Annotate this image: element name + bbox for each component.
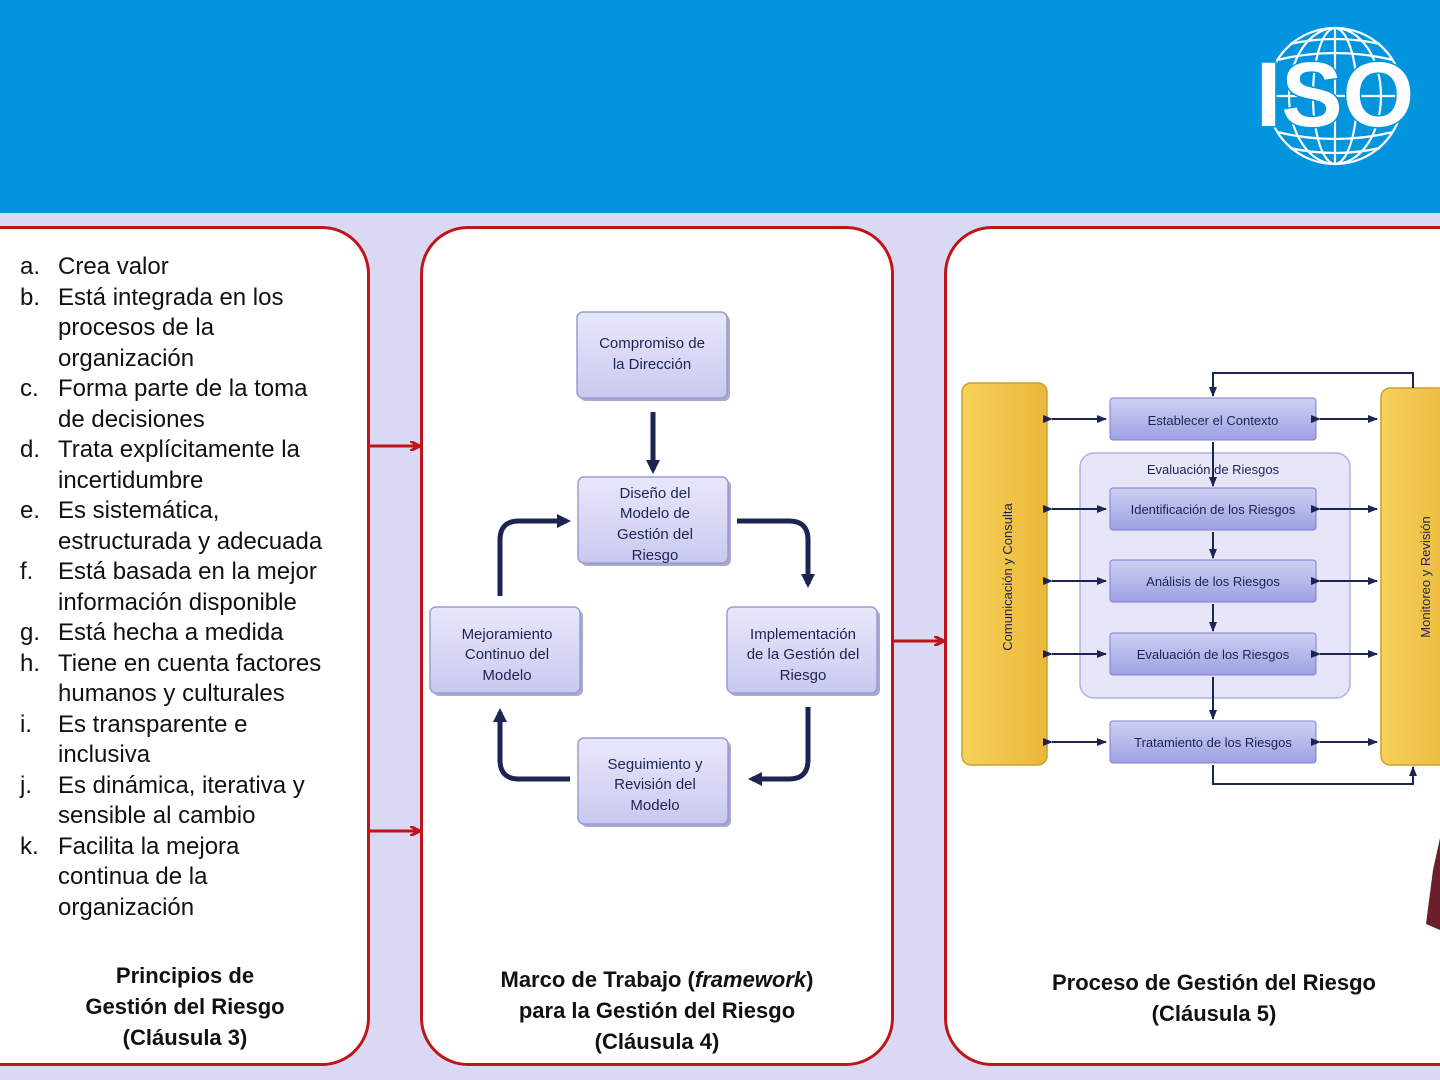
iso-logo: ISO <box>1254 26 1416 166</box>
caption-line: Marco de Trabajo (framework) <box>424 964 890 995</box>
framework-panel <box>420 226 894 1066</box>
list-item-text: Es sistemática, <box>58 497 220 524</box>
list-item-text: Forma parte de la toma <box>58 375 308 402</box>
caption-text: ) <box>806 967 814 992</box>
caption-line: para la Gestión del Riesgo <box>518 998 796 1023</box>
list-item-text: inclusiva <box>58 741 151 768</box>
process-panel <box>944 226 1440 1066</box>
iso-logo-text: ISO <box>1256 44 1414 146</box>
list-item-letter: j. <box>20 771 32 799</box>
caption-line: (Cláusula 3) <box>122 1025 248 1050</box>
list-item-text: organización <box>58 344 195 372</box>
caption-line: Gestión del Riesgo <box>85 994 285 1019</box>
list-item-letter: e. <box>20 497 41 524</box>
list-item-text: Trata explícitamente la <box>58 436 300 463</box>
header-bar: ISO <box>0 0 1440 213</box>
list-item-text: sensible al cambio <box>58 802 256 829</box>
list-item-text: Está basada en la mejor <box>58 558 317 585</box>
caption-line: (Cláusula 4) <box>594 1029 720 1054</box>
list-item-letter: f. <box>20 558 34 585</box>
list-item-letter: b. <box>20 283 41 311</box>
caption-line: Proceso de Gestión del Riesgo <box>1052 970 1376 995</box>
process-caption: Proceso de Gestión del Riesgo (Cláusula … <box>948 967 1440 1029</box>
list-item: g. Está hecha a medida <box>20 618 365 649</box>
list-item: f. Está basada en la mejor información dis… <box>20 557 365 618</box>
framework-caption: Marco de Trabajo (framework) para la Ges… <box>424 964 890 1057</box>
list-item-text: Facilita la mejora <box>58 832 240 860</box>
list-item-text: Está hecha a medida <box>58 619 284 646</box>
list-item-letter: c. <box>20 375 39 402</box>
list-item-letter: g. <box>20 619 41 646</box>
list-item: k. Facilita la mejora continua de la organi… <box>20 832 365 924</box>
list-item-text: estructurada y adecuada <box>58 527 323 555</box>
list-item: i. Es transparente e inclusiva <box>20 710 365 771</box>
caption-line: (Cláusula 5) <box>1151 1001 1277 1026</box>
list-item-text: información disponible <box>58 588 297 616</box>
list-item: e. Es sistemática, estructurada y adecuada <box>20 496 365 557</box>
list-item-letter: i. <box>20 710 32 738</box>
caption-text: Marco de Trabajo ( <box>500 967 695 992</box>
list-item-text: Es dinámica, iterativa y <box>58 771 305 799</box>
list-item-letter: d. <box>20 436 41 463</box>
list-item: c. Forma parte de la toma de decisiones <box>20 374 365 435</box>
principles-list: a. Crea valor b. Está integrada en los proc… <box>20 252 365 923</box>
list-item-text: humanos y culturales <box>58 680 285 707</box>
caption-line: Principios de <box>115 963 255 988</box>
list-item-text: incertidumbre <box>58 466 204 494</box>
list-item-letter: a. <box>20 253 41 280</box>
list-item-text: continua de la <box>58 863 208 890</box>
list-item-letter: h. <box>20 649 41 677</box>
list-item: h. Tiene en cuenta factores humanos y cult… <box>20 649 365 710</box>
list-item-text: Tiene en cuenta factores <box>58 649 322 677</box>
list-item-letter: k. <box>20 832 39 860</box>
principles-caption: Principios de Gestión del Riesgo (Cláusu… <box>0 960 370 1053</box>
caption-emphasis: framework <box>694 967 807 992</box>
list-item: j. Es dinámica, iterativa y sensible al ca… <box>20 771 365 832</box>
list-item: d. Trata explícitamente la incertidumbre <box>20 435 365 496</box>
list-item-text: Crea valor <box>58 253 169 280</box>
principles-panel <box>0 226 370 1066</box>
list-item: a. Crea valor <box>20 252 365 283</box>
list-item-text: procesos de la <box>58 314 215 341</box>
list-item-text: Es transparente e <box>58 710 248 738</box>
list-item: b. Está integrada en los procesos de la org… <box>20 283 365 375</box>
list-item-text: de decisiones <box>58 405 205 433</box>
list-item-text: organización <box>58 893 195 921</box>
list-item-text: Está integrada en los <box>58 283 284 311</box>
